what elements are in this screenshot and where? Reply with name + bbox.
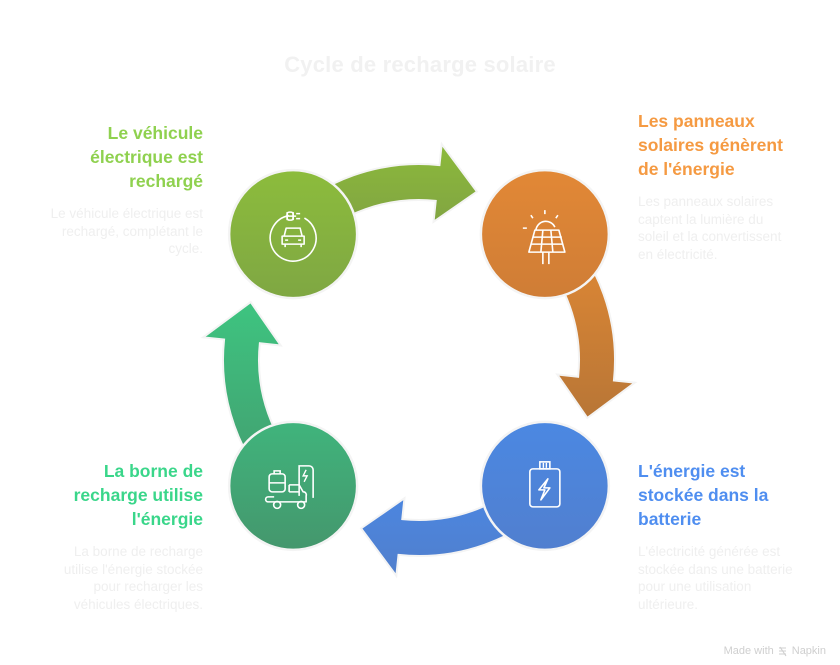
step-battery-text: L'énergie est stockée dans la batterie L… bbox=[638, 459, 813, 613]
description-line: Le véhicule électrique est bbox=[50, 206, 203, 221]
diagram-title: Cycle de recharge solaire bbox=[284, 52, 556, 77]
step-circle-solar bbox=[479, 168, 611, 300]
step-station-text: La borne de recharge utilise l'énergie L… bbox=[28, 459, 203, 613]
description-line: utilise l'énergie stockée bbox=[63, 561, 203, 577]
heading-line: Les panneaux bbox=[638, 111, 755, 131]
heading-line: de l'énergie bbox=[638, 159, 735, 179]
heading-line: solaires génèrent bbox=[638, 135, 783, 155]
napkin-credit[interactable]: Made with Napkin bbox=[724, 645, 826, 657]
step-circle-vehicle bbox=[227, 168, 359, 300]
description-line: cycle. bbox=[168, 241, 203, 256]
heading-line: recharge utilise bbox=[73, 485, 203, 505]
description-line: Les panneaux solaires bbox=[638, 194, 774, 209]
step-circle-station bbox=[227, 420, 359, 552]
heading-line: batterie bbox=[638, 509, 702, 529]
heading-line: L'énergie est bbox=[638, 461, 746, 481]
step-vehicle-heading: Le véhicule électrique est rechargé bbox=[28, 121, 203, 193]
description-line: pour une utilisation bbox=[638, 579, 752, 594]
heading-line: stockée dans la bbox=[638, 485, 769, 505]
ev-plug-car-icon bbox=[269, 211, 317, 262]
step-battery-description: L'électricité générée est stockée dans u… bbox=[638, 543, 813, 613]
description-line: ultérieure. bbox=[638, 596, 699, 612]
description-line: captent la lumière du bbox=[638, 211, 764, 227]
step-station-description: La borne de recharge utilise l'énergie s… bbox=[28, 543, 203, 613]
credit-brand: Napkin bbox=[791, 645, 826, 657]
step-node-station bbox=[227, 420, 359, 552]
step-node-battery bbox=[479, 420, 611, 552]
step-node-vehicle bbox=[227, 168, 359, 300]
step-solar-heading: Les panneaux solaires génèrent de l'éner… bbox=[638, 109, 813, 181]
heading-line: électrique est bbox=[90, 147, 203, 167]
description-line: stockée dans une batterie bbox=[638, 561, 793, 577]
napkin-logo-icon bbox=[778, 646, 787, 656]
description-line: véhicules électriques. bbox=[73, 596, 203, 612]
description-line: pour recharger les bbox=[93, 579, 203, 594]
step-vehicle-text: Le véhicule électrique est rechargé Le v… bbox=[28, 121, 203, 258]
battery-bolt-icon bbox=[529, 461, 561, 508]
heading-line: l'énergie bbox=[131, 509, 203, 529]
step-battery-heading: L'énergie est stockée dans la batterie bbox=[638, 459, 813, 531]
heading-line: Le véhicule bbox=[107, 123, 203, 143]
description-line: en électricité. bbox=[638, 246, 718, 262]
charging-station-icon bbox=[264, 465, 314, 510]
step-station-heading: La borne de recharge utilise l'énergie bbox=[28, 459, 203, 531]
description-line: rechargé, complétant le bbox=[61, 223, 203, 239]
step-vehicle-description: Le véhicule électrique est rechargé, com… bbox=[28, 205, 203, 258]
step-solar-description: Les panneaux solaires captent la lumière… bbox=[638, 193, 813, 263]
description-line: soleil et la convertissent bbox=[638, 229, 782, 244]
solar-panel-icon bbox=[522, 210, 566, 265]
credit-made-with: Made with bbox=[723, 645, 774, 657]
step-solar-text: Les panneaux solaires génèrent de l'éner… bbox=[638, 109, 813, 263]
heading-line: rechargé bbox=[129, 171, 203, 191]
heading-line: La borne de bbox=[103, 461, 203, 481]
description-line: La borne de recharge bbox=[73, 544, 203, 559]
step-node-solar bbox=[479, 168, 611, 300]
description-line: L'électricité générée est bbox=[638, 544, 781, 559]
